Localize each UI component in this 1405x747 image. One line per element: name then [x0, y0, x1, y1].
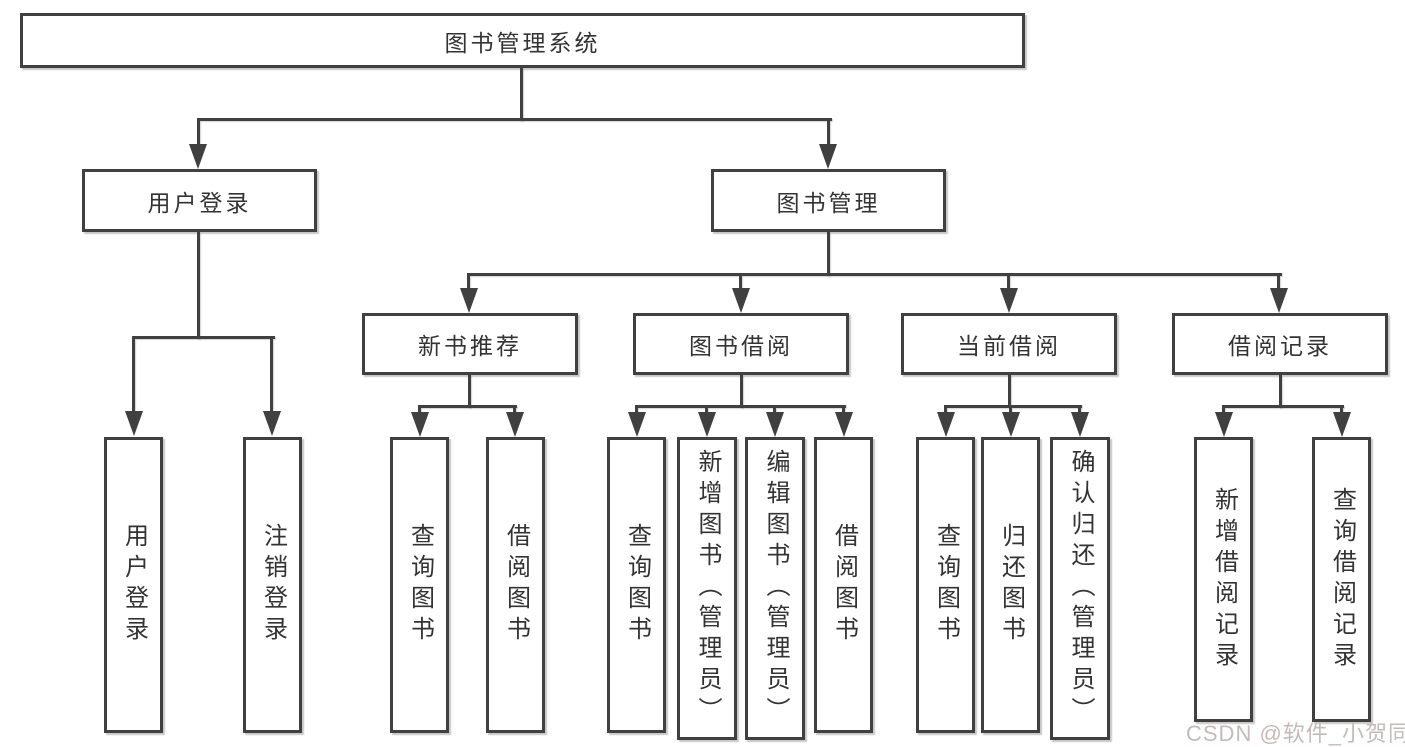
connector-line — [740, 375, 743, 408]
connector-line — [1222, 405, 1344, 408]
watermark: CSDN @软件_小贺同学 — [1186, 721, 1405, 746]
arrowhead-icon — [1071, 412, 1089, 437]
leaf-query-books: 查询图书 — [916, 437, 975, 733]
leaf-label: 新增图书（管理员） — [694, 449, 721, 728]
connector-line — [1078, 408, 1081, 414]
connector-line — [1009, 408, 1012, 414]
connector-line — [1279, 375, 1282, 408]
arrowhead-icon — [819, 144, 837, 169]
leaf-query-borrow-record: 查询借阅记录 — [1312, 437, 1371, 722]
connector-line — [197, 232, 200, 339]
connector-line — [418, 408, 421, 414]
connector-line — [944, 405, 1082, 408]
leaf-label: 归还图书 — [997, 523, 1025, 647]
leaf-edit-books-admin: 编辑图书（管理员） — [745, 437, 805, 740]
leaf-borrow-books: 借阅图书 — [814, 437, 873, 733]
leaf-confirm-return-admin: 确认归还（管理员） — [1050, 437, 1110, 740]
connector-line — [1277, 276, 1280, 290]
arrowhead-icon — [937, 412, 955, 437]
node-current-borrow: 当前借阅 — [901, 313, 1117, 375]
arrowhead-icon — [698, 412, 716, 437]
arrowhead-icon — [766, 412, 784, 437]
leaf-query-books: 查询图书 — [390, 437, 449, 733]
arrowhead-icon — [1270, 288, 1288, 313]
arrowhead-icon — [732, 288, 750, 313]
arrowhead-icon — [189, 144, 207, 169]
leaf-add-borrow-record: 新增借阅记录 — [1194, 437, 1253, 722]
arrowhead-icon — [125, 411, 143, 436]
arrowhead-icon — [1333, 412, 1351, 437]
leaf-label: 查询图书 — [406, 523, 434, 647]
node-label: 图书管理系统 — [444, 29, 601, 56]
arrowhead-icon — [1002, 412, 1020, 437]
leaf-label: 确认归还（管理员） — [1067, 449, 1094, 728]
leaf-label: 借阅图书 — [502, 523, 530, 647]
connector-line — [467, 273, 1282, 276]
connector-line — [132, 339, 135, 413]
connector-line — [418, 405, 517, 408]
arrowhead-icon — [628, 412, 646, 437]
arrowhead-icon — [506, 412, 524, 437]
node-user-login: 用户登录 — [82, 169, 317, 232]
arrowhead-icon — [1215, 412, 1233, 437]
node-label: 当前借阅 — [957, 333, 1061, 359]
connector-line — [705, 408, 708, 414]
connector-line — [270, 339, 273, 413]
arrowhead-icon — [460, 288, 478, 313]
leaf-label: 借阅图书 — [830, 523, 858, 647]
leaf-user-login: 用户登录 — [104, 437, 163, 733]
arrowhead-icon — [411, 412, 429, 437]
connector-line — [132, 336, 275, 339]
node-root: 图书管理系统 — [20, 13, 1025, 68]
connector-line — [1007, 276, 1010, 290]
connector-line — [520, 68, 523, 121]
leaf-label: 用户登录 — [120, 523, 148, 647]
leaf-label: 查询图书 — [932, 523, 960, 647]
connector-line — [1340, 408, 1343, 414]
connector-line — [197, 118, 832, 121]
leaf-label: 查询图书 — [623, 523, 651, 647]
connector-line — [635, 408, 638, 414]
node-label: 借阅记录 — [1228, 333, 1332, 359]
node-label: 新书推荐 — [418, 333, 522, 359]
leaf-label: 注销登录 — [259, 523, 287, 647]
leaf-return-books: 归还图书 — [981, 437, 1040, 733]
leaf-add-books-admin: 新增图书（管理员） — [677, 437, 737, 740]
node-label: 用户登录 — [147, 189, 252, 216]
connector-line — [1008, 375, 1011, 408]
connector-line — [944, 408, 947, 414]
connector-line — [513, 408, 516, 414]
leaf-label: 查询借阅记录 — [1328, 486, 1356, 673]
arrowhead-icon — [263, 411, 281, 436]
leaf-label: 编辑图书（管理员） — [762, 449, 789, 728]
connector-line — [827, 121, 830, 148]
connector-line — [468, 375, 471, 408]
arrowhead-icon — [1000, 288, 1018, 313]
connector-line — [739, 276, 742, 290]
node-new-books: 新书推荐 — [362, 313, 578, 375]
connector-line — [827, 232, 830, 276]
node-book-borrow: 图书借阅 — [633, 313, 849, 375]
connector-line — [197, 121, 200, 148]
leaf-borrow-books: 借阅图书 — [486, 437, 545, 733]
node-label: 图书借阅 — [689, 333, 793, 359]
node-book-mgmt: 图书管理 — [711, 169, 946, 232]
connector-line — [467, 276, 470, 290]
connector-line — [842, 408, 845, 414]
connector-line — [635, 405, 846, 408]
connector-line — [773, 408, 776, 414]
arrowhead-icon — [835, 412, 853, 437]
leaf-label: 新增借阅记录 — [1210, 486, 1238, 673]
node-label: 图书管理 — [776, 189, 881, 216]
leaf-logout: 注销登录 — [243, 437, 302, 733]
leaf-query-books: 查询图书 — [607, 437, 666, 733]
connector-line — [1222, 408, 1225, 414]
node-borrow-records: 借阅记录 — [1172, 313, 1388, 375]
